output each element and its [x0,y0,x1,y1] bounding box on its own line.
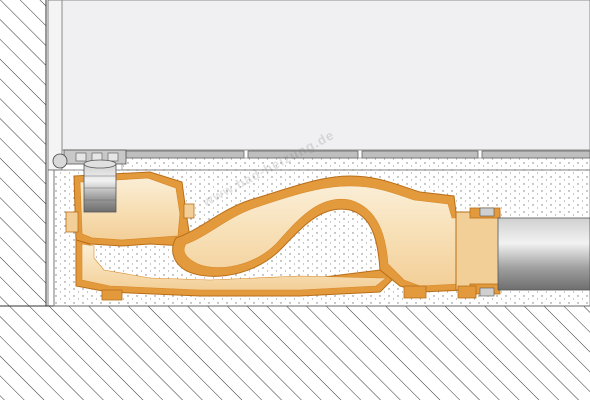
floor-tile-3 [361,150,479,159]
outlet-pipe [497,217,590,291]
support-foot-left [101,289,123,301]
seal-ring-top [479,207,495,217]
siphon-trap-inner [183,185,459,287]
flange-left [65,211,79,233]
drain-channel-profile [52,149,127,169]
base-slab [0,306,590,400]
sealing-cord [52,153,68,169]
outlet-connector [455,207,501,297]
drain-sump-inner [81,243,387,291]
drain-insert [83,159,117,213]
support-foot-right [457,285,477,299]
floor-tile-4 [481,150,590,159]
wall-concrete [0,0,46,306]
seal-ring-bottom [479,287,495,297]
floor-tile-1 [125,150,245,159]
wall-tile-layer [47,0,63,171]
floor-tile-2 [247,150,359,159]
flange-right [183,203,195,219]
wall-screed-strip [47,169,55,307]
support-foot-mid [403,285,427,299]
tile-adhesive [121,157,590,171]
wall-tile-surface [61,0,590,151]
